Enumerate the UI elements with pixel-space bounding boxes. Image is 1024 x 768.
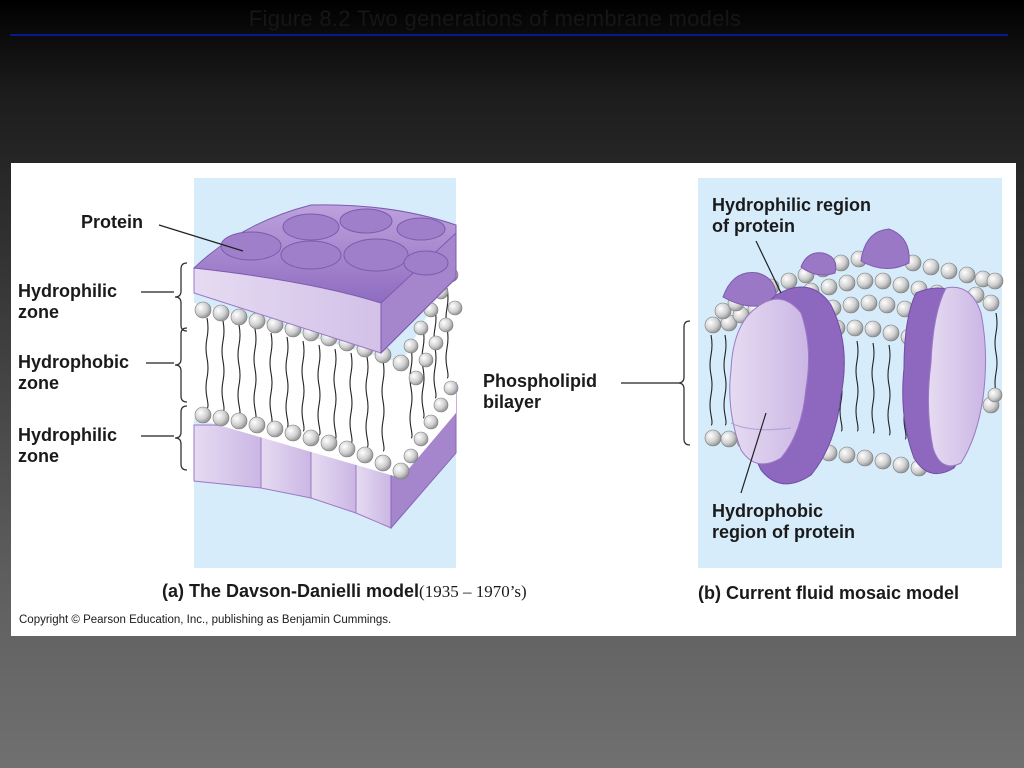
braces-panel-a xyxy=(174,262,188,471)
lipid-heads-bottom xyxy=(194,380,459,480)
label-hydrophilic-zone-top: Hydrophilic zone xyxy=(18,281,118,322)
brace-panel-b xyxy=(677,320,691,446)
label-hydrophilic-zone-bottom: Hydrophilic zone xyxy=(18,425,118,466)
membrane-models-illustration xyxy=(141,178,1004,568)
lipid-tails xyxy=(205,287,449,452)
title-underline xyxy=(10,34,1008,36)
label-hydrophobic-region-of-protein: Hydrophobic region of protein xyxy=(712,501,855,542)
integral-protein-right xyxy=(902,286,987,475)
figure-panel: Protein Hydrophilic zone Hydrophobic zon… xyxy=(11,163,1016,636)
label-hydrophilic-region-of-protein: Hydrophilic region of protein xyxy=(712,195,872,236)
label-hydrophobic-zone: Hydrophobic zone xyxy=(18,352,129,393)
slide-title: Figure 8.2 Two generations of membrane m… xyxy=(248,6,742,31)
integral-protein-left xyxy=(729,286,845,485)
protein-bottom-layer xyxy=(193,381,457,530)
protein-top-layer xyxy=(192,204,457,355)
leader-lines-panel-a xyxy=(141,224,244,437)
label-phospholipid-bilayer: Phospholipid bilayer xyxy=(483,371,597,412)
copyright-notice: Copyright © Pearson Education, Inc., pub… xyxy=(19,614,392,626)
leader-lines-panel-b xyxy=(621,240,782,494)
caption-panel-b: (b) Current fluid mosaic model xyxy=(698,583,960,603)
caption-years: (1935 – 1970’s) xyxy=(419,582,527,601)
lipid-heads-middle xyxy=(408,300,463,386)
label-protein: Protein xyxy=(81,212,144,232)
peripheral-proteins xyxy=(722,228,910,307)
caption-panel-a: (a) The Davson-Danielli model(1935 – 197… xyxy=(162,581,527,601)
